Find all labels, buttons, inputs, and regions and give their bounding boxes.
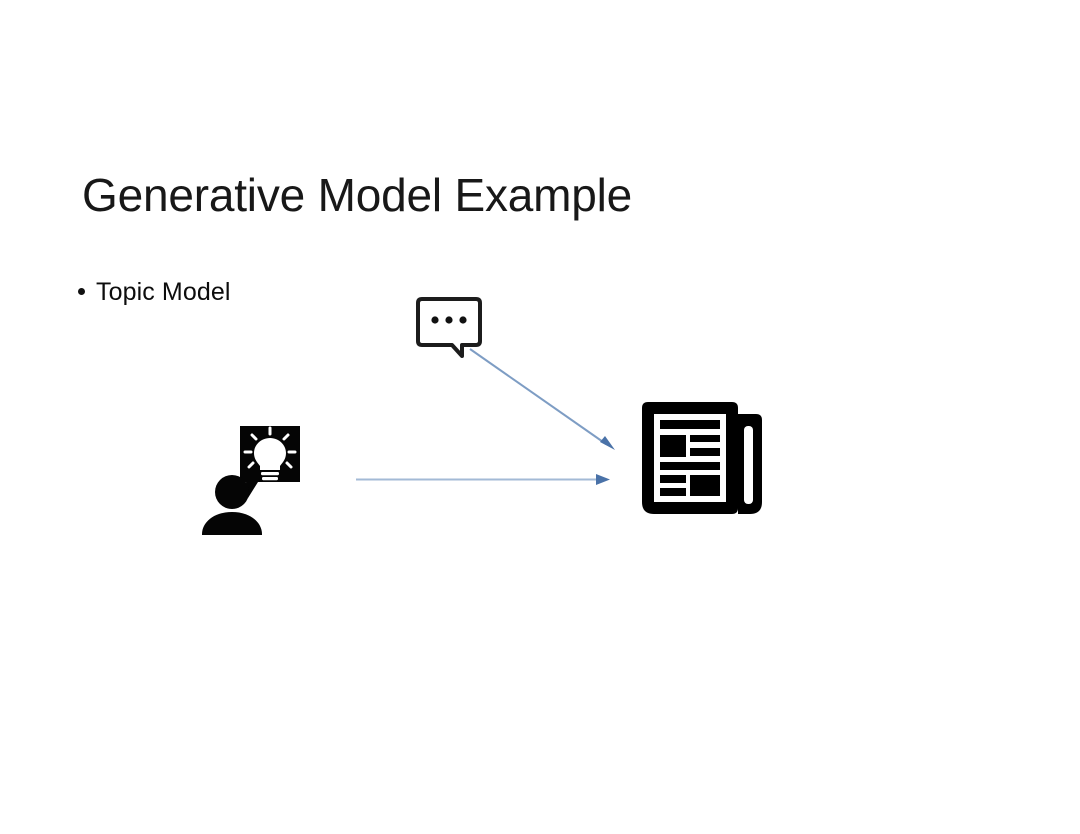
- bullet-list-item: Topic Model: [78, 278, 231, 307]
- page-title: Generative Model Example: [82, 169, 633, 221]
- chat-bubble-icon: [412, 294, 488, 362]
- arrow-diagonal: [462, 340, 632, 465]
- newspaper-icon: [634, 396, 774, 530]
- person-idea-icon: [196, 420, 308, 538]
- lightbulb-icon: [243, 426, 297, 486]
- bullet-item-label: Topic Model: [96, 278, 231, 306]
- bullet-marker-icon: [78, 288, 85, 295]
- person-silhouette: [202, 475, 262, 535]
- arrow-horizontal: [352, 466, 620, 494]
